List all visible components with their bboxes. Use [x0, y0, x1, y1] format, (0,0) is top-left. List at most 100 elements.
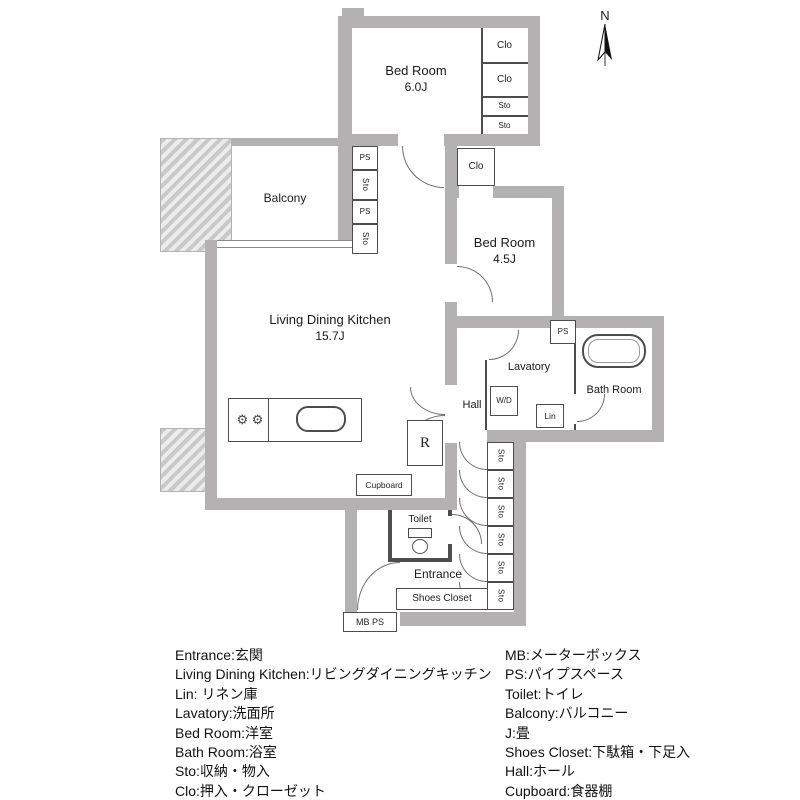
- clo-text: Clo: [496, 39, 512, 51]
- washer-dryer-box: W/D: [490, 386, 518, 416]
- room-name: Balcony: [263, 191, 307, 205]
- sto-text: Sto: [496, 449, 506, 463]
- structure-block: [160, 138, 232, 252]
- legend-item: PS:パイプスペース: [505, 666, 624, 683]
- storage-box: Sto: [352, 170, 378, 200]
- cupboard-text: Cupboard: [365, 479, 403, 490]
- clo-text: Clo: [468, 161, 484, 172]
- legend-item: Entrance:玄関: [175, 647, 263, 663]
- room-size: 4.5J: [493, 251, 516, 266]
- refrigerator-box: R: [407, 420, 443, 466]
- storage-box: Sto: [487, 554, 514, 582]
- kitchen-sink: [296, 406, 346, 432]
- legend-item: Hall:ホール: [505, 763, 576, 780]
- window-band: [217, 240, 352, 248]
- room-name: Toilet: [408, 513, 432, 525]
- sto-text: Sto: [361, 232, 370, 246]
- toilet-wall: [448, 544, 452, 562]
- wall-segment: [514, 442, 526, 626]
- compass-needle-icon: [589, 22, 621, 68]
- ps-text: PS: [359, 207, 371, 216]
- storage-label: Sto: [483, 119, 526, 131]
- toilet-bowl-icon: [412, 539, 428, 554]
- room-size: 15.7J: [315, 328, 345, 343]
- label-ldk: Living Dining Kitchen 15.7J: [240, 310, 420, 346]
- label-entrance: Entrance: [390, 567, 486, 581]
- sto-text: Sto: [496, 533, 506, 547]
- stove-glyphs: ⚙ ⚙: [236, 412, 264, 427]
- wall-segment: [652, 316, 664, 442]
- legend-right-column: MB:メーターボックス PS:パイプスペース Toilet:トイレ Balcon…: [505, 646, 690, 800]
- room-name: Bed Room: [385, 62, 447, 78]
- legend-item: Living Dining Kitchen:リビングダイニングキッチン: [175, 666, 492, 683]
- sto-text: Sto: [496, 505, 506, 519]
- wall-segment: [479, 430, 664, 442]
- wall-segment: [345, 498, 357, 612]
- shoes-closet-box: Shoes Closet: [396, 588, 488, 610]
- legend-item: Bed Room:洋室: [175, 724, 274, 741]
- door-opening: [445, 385, 457, 443]
- compass-north-label: N: [593, 7, 617, 23]
- partition-line: [485, 360, 487, 430]
- wall-segment: [205, 240, 217, 510]
- shoes-closet-text: Shoes Closet: [412, 593, 472, 604]
- clo-text: Clo: [496, 73, 512, 85]
- label-bedroom-45-inner: Bed Room 4.5J: [474, 235, 535, 267]
- sto-text: Sto: [496, 477, 506, 491]
- legend-item: Toilet:トイレ: [505, 685, 584, 702]
- toilet-wall: [388, 558, 452, 562]
- wall-segment: [400, 612, 526, 626]
- refrigerator-text: R: [419, 434, 430, 451]
- bathtub-inner: [588, 339, 640, 363]
- label-bathroom: Bath Room: [584, 374, 644, 406]
- pipe-space-box: PS: [352, 200, 378, 224]
- legend-item: Shoes Closet:下駄箱・下足入: [505, 744, 691, 761]
- door-opening: [445, 264, 457, 302]
- linen-box: Lin: [536, 404, 564, 428]
- storage-box: Sto: [352, 224, 378, 254]
- pipe-space-box: PS: [352, 146, 378, 170]
- legend-left-column: Entrance:玄関 Living Dining Kitchen:リビングダイ…: [175, 646, 492, 800]
- wall-segment: [528, 16, 540, 146]
- ps-text: PS: [359, 153, 371, 162]
- label-bedroom-6: Bed Room 6.0J: [356, 62, 476, 96]
- room-name: Bath Room: [586, 383, 642, 396]
- meter-box: MB PS: [343, 612, 397, 632]
- legend-item: J:畳: [505, 724, 530, 741]
- partition-line: [481, 62, 528, 64]
- north-text: N: [600, 7, 610, 23]
- room-name: Hall: [462, 399, 482, 411]
- sto-text: Sto: [498, 120, 511, 130]
- wd-text: W/D: [496, 396, 512, 405]
- label-balcony: Balcony: [235, 190, 335, 206]
- label-bedroom-45: Bed Room 4.5J: [457, 234, 552, 268]
- storage-label: Sto: [483, 99, 526, 111]
- room-size: 6.0J: [404, 79, 428, 94]
- counter-divider: [268, 399, 269, 441]
- room-name: Entrance: [413, 567, 463, 581]
- label-hall: Hall: [450, 398, 494, 412]
- label-bedroom-6-inner: Bed Room 6.0J: [385, 63, 446, 95]
- room-name: Bed Room: [473, 234, 536, 250]
- closet-label: Clo: [483, 72, 526, 86]
- sto-text: Sto: [361, 178, 370, 192]
- legend-item: Sto:収納・物入: [175, 763, 270, 780]
- lin-text: Lin: [544, 410, 556, 421]
- storage-box: Sto: [487, 470, 514, 498]
- label-ldk-inner: Living Dining Kitchen 15.7J: [269, 312, 390, 344]
- pipe-space-box: PS: [550, 320, 576, 344]
- storage-box: Sto: [487, 526, 514, 554]
- legend-item: Balcony:バルコニー: [505, 705, 629, 722]
- toilet-wall: [448, 510, 452, 516]
- wall-segment: [338, 16, 540, 28]
- partition-line: [481, 96, 528, 98]
- partition-line: [481, 115, 528, 117]
- wall-segment: [205, 498, 457, 510]
- partition-line: [574, 424, 576, 430]
- door-opening: [459, 186, 493, 198]
- legend-item: Bath Room:浴室: [175, 744, 277, 761]
- partition-line: [481, 28, 483, 134]
- legend-item: Cupboard:食器棚: [505, 782, 613, 799]
- room-balcony: [232, 146, 338, 240]
- legend-item: MB:メーターボックス: [505, 647, 642, 663]
